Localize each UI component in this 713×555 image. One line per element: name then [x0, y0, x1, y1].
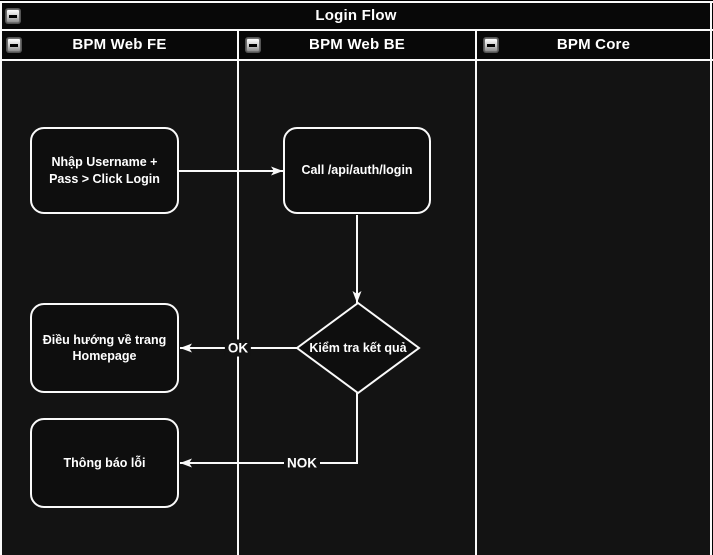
lane-header-divider	[0, 59, 713, 61]
pool-border-right	[710, 1, 712, 555]
lane-divider-be-core	[475, 31, 477, 555]
node-call-login-api[interactable]: Call /api/auth/login	[283, 127, 431, 214]
lane-header-row	[2, 31, 710, 59]
pool-titlebar	[2, 3, 710, 29]
titlebar-divider	[0, 29, 713, 31]
node-error-message[interactable]: Thông báo lỗi	[30, 418, 179, 508]
pool-collapse-icon[interactable]	[6, 9, 20, 23]
edge-label-nok[interactable]: NOK	[284, 454, 320, 472]
pool-border-top	[0, 1, 713, 3]
node-input-credentials[interactable]: Nhập Username + Pass > Click Login	[30, 127, 179, 214]
lane-header-bpm-web-fe: BPM Web FE	[72, 36, 167, 53]
pool-title: Login Flow	[315, 7, 397, 24]
lane-be-collapse-icon[interactable]	[246, 38, 260, 52]
pool-border-left	[0, 1, 2, 555]
lane-core-collapse-icon[interactable]	[484, 38, 498, 52]
node-decision-check-result[interactable]: Kiểm tra kết quả	[309, 341, 407, 355]
node-redirect-homepage[interactable]: Điều hướng về trang Homepage	[30, 303, 179, 393]
lane-divider-fe-be	[237, 31, 239, 555]
lane-fe-collapse-icon[interactable]	[7, 38, 21, 52]
lane-header-bpm-web-be: BPM Web BE	[309, 36, 405, 53]
lane-header-bpm-core: BPM Core	[556, 36, 631, 53]
edge-label-ok[interactable]: OK	[224, 339, 252, 357]
